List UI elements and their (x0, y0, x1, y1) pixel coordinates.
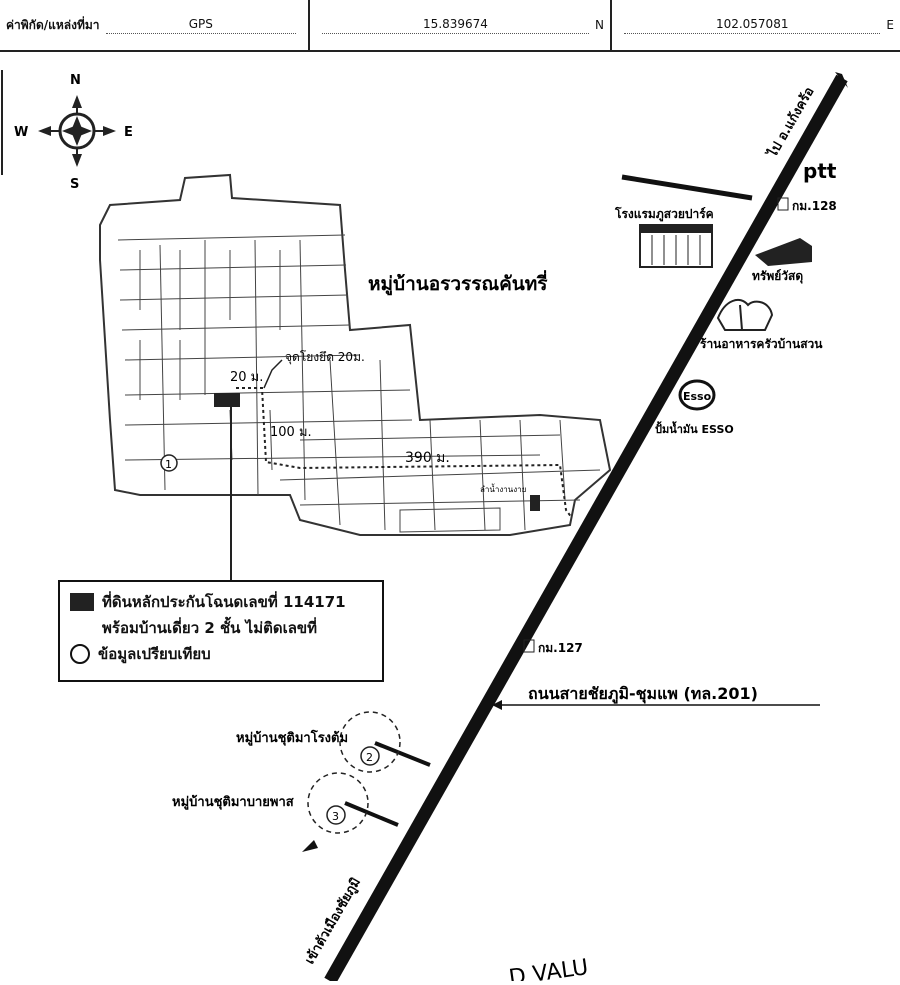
legend-row-house: พร้อมบ้านเดี่ยว 2 ชั้น ไม่ติดเลขที่ (70, 616, 372, 640)
comparable-area-2 (339, 711, 401, 773)
coordinate-header: ค่าพิกัด/แหล่งที่มา GPS 15.839674 N 102.… (0, 0, 900, 52)
village-3-label: หมู่บ้านชุติมาบายพาส (172, 794, 294, 810)
bottom-stamp-text: D VALU (507, 955, 590, 981)
compass-west: W (14, 125, 28, 140)
collateral-square-icon (70, 593, 94, 611)
distance-390m: 390 ม. (405, 450, 450, 466)
village-street-grid (99, 173, 612, 536)
pointer-line (263, 359, 283, 389)
side-road-north (621, 174, 753, 201)
coordinate-label: ค่าพิกัด/แหล่งที่มา (6, 17, 100, 32)
longitude-value: 102.057081 (624, 17, 881, 34)
distance-100m: 100 ม. (270, 425, 312, 440)
esso-logo-icon (678, 379, 716, 411)
legend-house-text: พร้อมบ้านเดี่ยว 2 ชั้น ไม่ติดเลขที่ (102, 619, 318, 637)
marker-2-label: 2 (366, 751, 373, 764)
comparable-circle-icon (70, 644, 90, 664)
esso-logo-text: Esso (683, 390, 712, 403)
side-road-village-2 (374, 741, 431, 767)
hotel-building-icon (639, 224, 713, 268)
collateral-plot-marker (214, 393, 240, 407)
access-route-line (236, 387, 573, 519)
legend-row-collateral: ที่ดินหลักประกันโฉนดเลขที่ 114171 (70, 590, 372, 614)
comparable-marker-1 (160, 454, 178, 472)
village-name: หมู่บ้านอรวรรณคันทรี่ (368, 270, 548, 296)
coordinate-source-cell: ค่าพิกัด/แหล่งที่มา GPS (0, 0, 310, 50)
compass-rose-icon (38, 95, 116, 167)
latitude-value: 15.839674 (322, 17, 590, 34)
comparable-marker-2 (360, 746, 380, 766)
map-canvas: N S W E 20 ม. จุดโยงยึด 20ม. 10 (1, 70, 848, 985)
village-2-label: หมู่บ้านชุติมาโรงต้ม (236, 729, 348, 746)
hardware-store-icon (755, 238, 812, 266)
gas-station-label: ปั้มน้ำมัน ESSO (655, 421, 734, 436)
coordinate-source: GPS (105, 17, 296, 34)
compass-north: N (70, 73, 81, 88)
direction-arrow-icon (302, 840, 318, 852)
distance-20m: 20 ม. (230, 370, 263, 385)
legend-collateral-text: ที่ดินหลักประกันโฉนดเลขที่ 114171 (102, 593, 346, 611)
side-road-village-3 (344, 801, 399, 827)
road-name-label: ถนนสายชัยภูมิ-ชุมแพ (ทล.201) (528, 684, 758, 705)
location-map: N S W E 20 ม. จุดโยงยึด 20ม. 10 (0, 52, 900, 985)
narrow-point-label: จุดโยงยึด 20ม. (285, 350, 365, 365)
hardware-store-label: ทรัพย์วัสดุ (752, 269, 803, 284)
longitude-direction: E (886, 18, 894, 32)
hotel-label: โรงแรมภูสวยปาร์ค (614, 206, 714, 222)
marker-3-label: 3 (332, 810, 339, 823)
legend-comparable-text: ข้อมูลเปรียบเทียบ (98, 645, 211, 663)
comparable-area-3 (307, 772, 369, 834)
compass-south: S (70, 177, 79, 192)
main-road (324, 74, 848, 985)
road-arrow-north-icon (835, 72, 848, 88)
legend-row-comparable: ข้อมูลเปรียบเทียบ (70, 642, 372, 666)
latitude-direction: N (595, 18, 604, 32)
pond-marker (530, 495, 540, 511)
compass-east: E (124, 125, 133, 140)
km-post-128-icon (777, 197, 789, 211)
latitude-cell: 15.839674 N (310, 0, 612, 50)
pond-label: ลำน้ำงานงาย (480, 483, 526, 494)
restaurant-label: ร้านอาหารครัวบ้านสวน (700, 337, 823, 351)
km-128-label: กม.128 (792, 199, 837, 213)
km-127-label: กม.127 (538, 641, 583, 655)
restaurant-tree-icon (716, 298, 774, 331)
map-legend: ที่ดินหลักประกันโฉนดเลขที่ 114171 พร้อมบ… (58, 580, 384, 682)
ptt-logo: ptt (803, 159, 837, 183)
comparable-marker-3 (326, 805, 346, 825)
road-to-city-label: เข้าตัวเมืองชัยภูมิ (302, 875, 364, 967)
longitude-cell: 102.057081 E (612, 0, 900, 50)
marker-1-label: 1 (165, 458, 172, 471)
km-post-127-icon (523, 639, 535, 653)
